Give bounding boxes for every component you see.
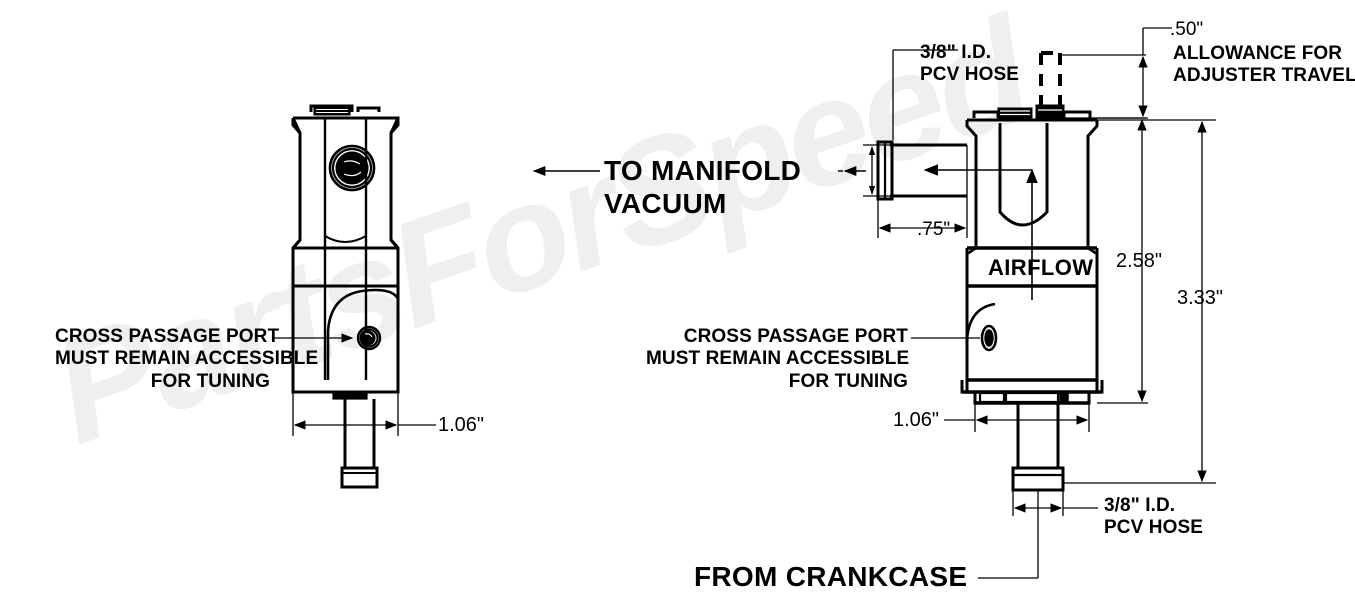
leader-top-hose <box>892 49 958 140</box>
dim-value-inlet-barb: .75" <box>917 219 951 240</box>
dim-body-height <box>1097 117 1148 404</box>
dim-value-overall-height: 3.33" <box>1177 287 1224 309</box>
label-pcv-hose-bottom: 3/8" I.D. PCV HOSE <box>1104 495 1203 539</box>
crankcase-centerline <box>978 490 1039 579</box>
label-airflow: AIRFLOW <box>988 255 1094 280</box>
dim-value-body-height: 2.58" <box>1116 250 1163 272</box>
dim-value-base-width-right: 1.06" <box>893 409 940 431</box>
dim-left-base-width <box>292 386 436 436</box>
dim-inlet-barb <box>877 145 968 238</box>
dim-right-base-width <box>944 398 1090 432</box>
label-from-crankcase: FROM CRANKCASE <box>694 561 968 592</box>
label-cross-passage-right: CROSS PASSAGE PORT MUST REMAIN ACCESSIBL… <box>646 326 910 392</box>
label-allowance-adjuster-travel: ALLOWANCE FOR ADJUSTER TRAVEL <box>1173 43 1355 87</box>
dim-overall-height <box>1063 119 1216 484</box>
label-to-manifold-vacuum: TO MANIFOLD VACUUM <box>604 155 802 220</box>
airflow-arrows <box>923 164 1038 300</box>
label-pcv-hose-top: 3/8" I.D. PCV HOSE <box>920 42 1019 86</box>
left-valve-view <box>291 104 400 489</box>
dim-bottom-hose <box>1012 490 1098 516</box>
label-cross-passage-left: CROSS PASSAGE PORT MUST REMAIN ACCESSIBL… <box>55 326 319 392</box>
dim-barb-height <box>863 144 893 197</box>
dim-adjuster-travel <box>1062 27 1172 119</box>
dim-value-adjuster-travel: .50" <box>1170 19 1204 40</box>
dim-value-base-width-left: 1.06" <box>438 414 485 436</box>
